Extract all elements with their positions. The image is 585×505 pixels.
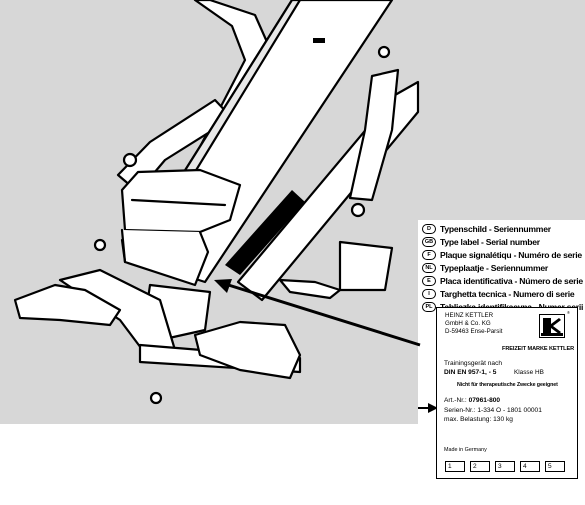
- manufacturer-address: HEINZ KETTLER GmbH & Co. KG D-59463 Ense…: [445, 312, 502, 336]
- serial-number-line: Serien-Nr.: 1-334 O - 1801 00001: [444, 407, 542, 414]
- manufacturer-city: D-59463 Ense-Parsit: [445, 328, 503, 335]
- made-in-label: Made in Germany: [444, 447, 487, 453]
- max-load-line: max. Belastung: 130 kg: [444, 416, 513, 423]
- language-code-badge: E: [422, 275, 436, 286]
- language-label-list: D Typenschild - Seriennummer GB Type lab…: [422, 223, 584, 314]
- max-load-label: max. Belastung:: [444, 416, 492, 423]
- language-label: Tabliczka identifikacyna - Numer serii: [440, 302, 583, 312]
- language-code-badge: F: [422, 249, 436, 260]
- language-label: Placa identificativa - Número de serie: [440, 275, 583, 286]
- language-row: F Plaque signalétiqu - Numéro de serie: [422, 249, 584, 260]
- device-label: Trainingsgerät nach: [444, 360, 503, 367]
- language-row: GB Type label - Serial number: [422, 236, 584, 247]
- language-code-badge: GB: [422, 236, 436, 247]
- numbered-boxes: 1 2 3 4 5: [445, 461, 565, 472]
- registered-mark: ®: [567, 310, 570, 315]
- language-code-badge: NL: [422, 262, 436, 273]
- language-label: Targhetta tecnica - Numero di serie: [440, 288, 575, 299]
- language-row: NL Typeplaatje - Seriennummer: [422, 262, 584, 273]
- article-number-value: 07961-800: [468, 397, 501, 404]
- roller-tube: [225, 190, 305, 275]
- left-foot-pedal: [13, 283, 122, 327]
- numbered-box: 2: [470, 461, 490, 472]
- rear-bracket: [338, 240, 394, 292]
- seat-cushion: [120, 168, 242, 234]
- right-gas-strut: [348, 68, 400, 202]
- serial-number-label: Serien-Nr.:: [444, 407, 476, 414]
- article-number-label: Art.-Nr.:: [444, 397, 467, 404]
- language-label: Typenschild - Seriennummer: [440, 223, 551, 234]
- max-load-value: 130 kg: [493, 416, 513, 423]
- language-code-badge: I: [422, 288, 436, 299]
- language-label: Typeplaatje - Seriennummer: [440, 262, 548, 273]
- type-plate: HEINZ KETTLER GmbH & Co. KG D-59463 Ense…: [436, 307, 578, 479]
- language-label: Type label - Serial number: [440, 236, 540, 247]
- language-row: I Targhetta tecnica - Numero di serie: [422, 288, 584, 299]
- numbered-box: 4: [520, 461, 540, 472]
- language-code-badge: PL: [422, 301, 436, 312]
- article-number-line: Art.-Nr.: 07961-800: [444, 397, 500, 404]
- language-label: Plaque signalétiqu - Numéro de serie: [440, 249, 582, 260]
- numbered-box: 3: [495, 461, 515, 472]
- language-code-badge: D: [422, 223, 436, 234]
- numbered-box: 1: [445, 461, 465, 472]
- callout-arrow: [221, 281, 421, 347]
- language-row: PL Tabliczka identifikacyna - Numer seri…: [422, 301, 584, 312]
- serial-number-value: 1-334 O - 1801 00001: [477, 407, 542, 414]
- manufacturer-name: HEINZ KETTLER: [445, 312, 494, 319]
- kettler-logo: [539, 314, 565, 338]
- norm-label: DIN EN 957-1, - 5: [444, 369, 497, 376]
- right-foot-pedal: [193, 320, 302, 380]
- therapy-notice: Nicht für therapeutische Zwecke geeignet: [457, 382, 558, 388]
- numbered-box: 5: [545, 461, 565, 472]
- language-row: E Placa identificativa - Número de serie: [422, 275, 584, 286]
- manufacturer-company: GmbH & Co. KG: [445, 320, 491, 327]
- brand-line: FREIZEIT MARKE KETTLER: [502, 346, 575, 352]
- language-row: D Typenschild - Seriennummer: [422, 223, 584, 234]
- class-label: Klasse HB: [514, 369, 544, 376]
